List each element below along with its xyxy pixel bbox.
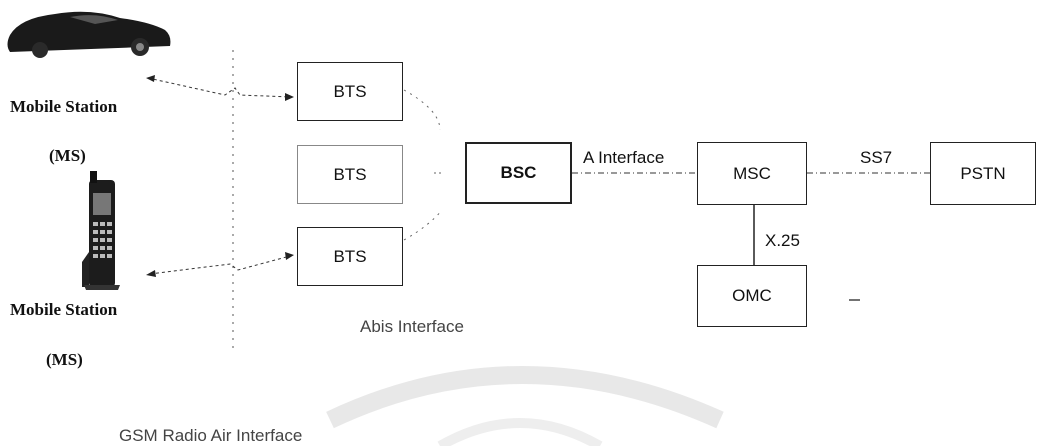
air-interface-label: GSM Radio Air Interface — [119, 426, 303, 445]
watermark-arc — [326, 366, 724, 429]
bts-node-2: BTS — [297, 145, 403, 204]
ss7-label: SS7 — [860, 148, 893, 167]
arrowhead-ms1 — [146, 75, 155, 82]
ms1-name: Mobile Station — [10, 97, 118, 116]
x25-label: X.25 — [765, 231, 800, 250]
link-ms1-bts1 — [147, 77, 291, 98]
arrowhead-ms2 — [146, 270, 156, 277]
bts-node-1: BTS — [297, 62, 403, 121]
car-icon — [7, 11, 171, 58]
arrowhead-bts3 — [285, 252, 294, 260]
link-bts3-bsc — [403, 209, 443, 241]
bts-node-3: BTS — [297, 227, 403, 286]
pstn-node: PSTN — [930, 142, 1036, 205]
bsc-node: BSC — [465, 142, 572, 204]
mobile-phone-icon — [82, 171, 120, 290]
link-ms2-bts3 — [149, 255, 291, 275]
arrowhead-bts1 — [285, 93, 294, 101]
ms2-abbr: (MS) — [46, 350, 83, 369]
omc-node: OMC — [697, 265, 807, 327]
ms1-abbr: (MS) — [49, 146, 86, 165]
watermark-arc-inner — [437, 418, 603, 446]
msc-node: MSC — [697, 142, 807, 205]
link-bts1-bsc — [403, 89, 441, 131]
a-interface-label: A Interface — [583, 148, 665, 167]
abis-interface-label: Abis Interface — [360, 317, 464, 336]
ms2-name: Mobile Station — [10, 300, 118, 319]
